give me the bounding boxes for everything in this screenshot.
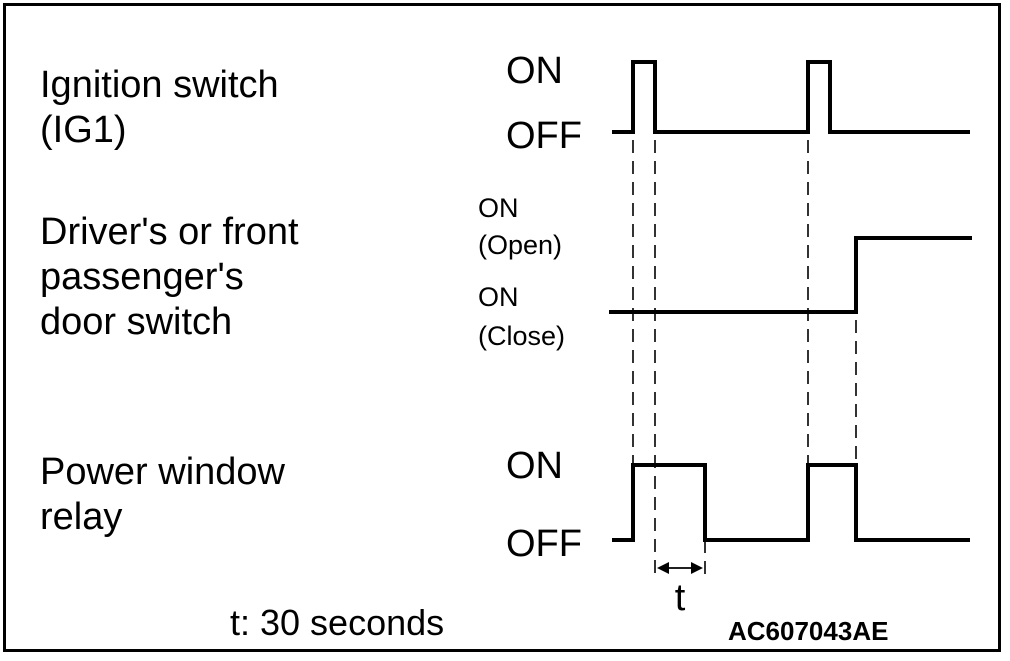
ignition-off-level-label: OFF [506, 115, 582, 157]
relay-on-level-label: ON [506, 445, 563, 487]
door-open-level-label-line2: (Open) [478, 230, 562, 260]
ignition-switch-waveform [612, 60, 970, 134]
power-window-relay-waveform [612, 463, 970, 542]
ignition-switch-label-line2: (IG1) [40, 109, 127, 151]
interval-arrow-left-icon [657, 562, 669, 574]
door-switch-label-line3: door switch [40, 301, 232, 343]
door-open-level-label-line1: ON [478, 193, 519, 223]
power-window-relay-label-line2: relay [40, 496, 122, 538]
relay-off-level-label: OFF [506, 523, 582, 565]
door-switch-label-line2: passenger's [40, 256, 244, 298]
diagram-frame [3, 3, 1001, 652]
interval-label: t [675, 577, 686, 619]
interval-note: t: 30 seconds [230, 602, 444, 643]
ignition-switch-label-line1: Ignition switch [40, 64, 279, 106]
ignition-on-level-label: ON [506, 50, 563, 92]
door-close-level-label-line1: ON [478, 282, 519, 312]
interval-arrow-right-icon [691, 562, 703, 574]
door-close-level-label-line2: (Close) [478, 321, 565, 351]
door-switch-label-line1: Driver's or front [40, 211, 299, 253]
door-switch-waveform [609, 236, 972, 314]
figure-code: AC607043AE [728, 616, 888, 646]
power-window-relay-label-line1: Power window [40, 451, 286, 493]
